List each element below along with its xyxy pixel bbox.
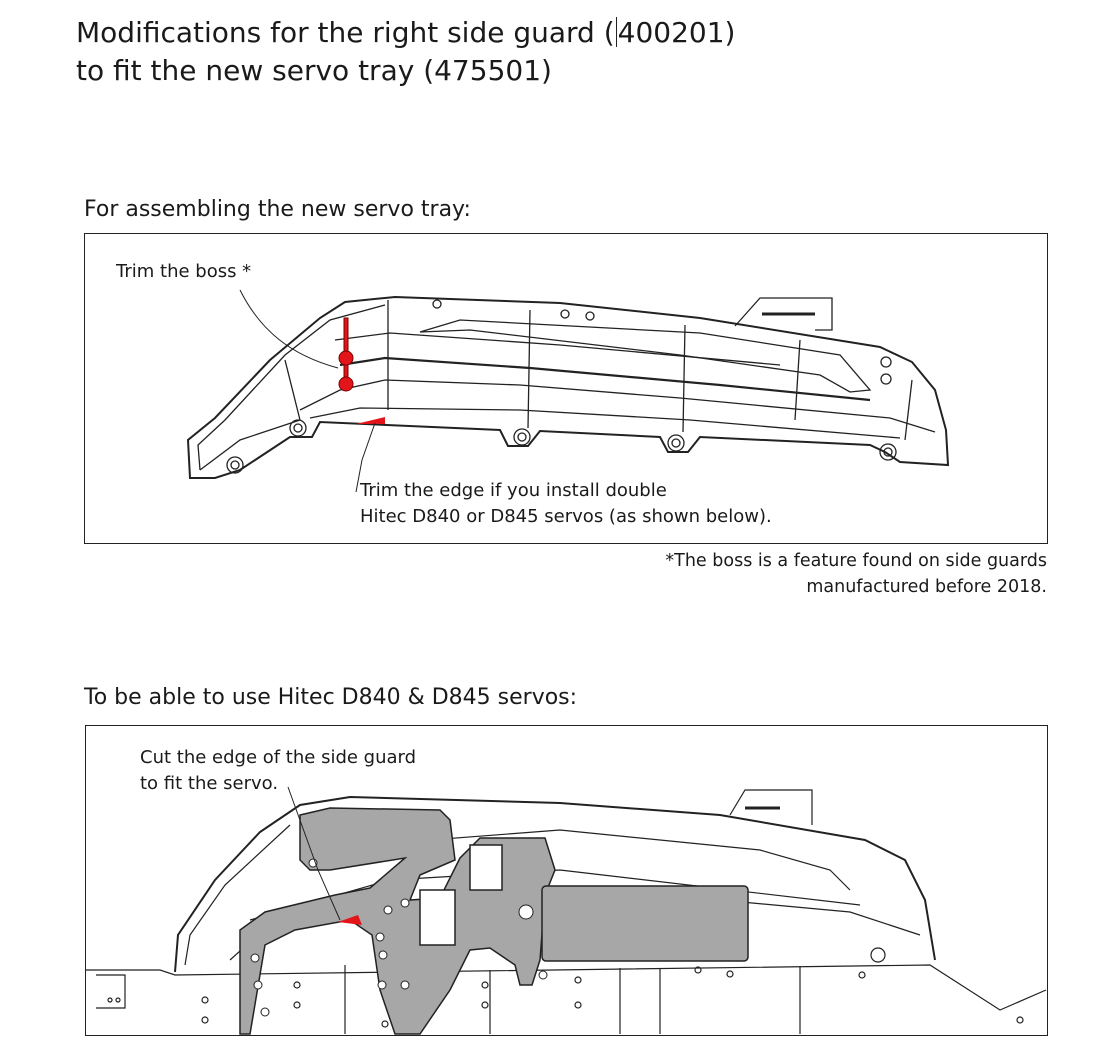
title-line2: to fit the new servo tray (475501): [76, 54, 552, 87]
footnote-line1: *The boss is a feature found on side gua…: [665, 551, 1047, 571]
leader-line-2: [287, 786, 341, 921]
boss-highlight: [338, 317, 354, 392]
callout-trim-edge-line1: Trim the edge if you install double: [360, 480, 667, 501]
figure1-frame: [84, 233, 1048, 544]
title-line1-suffix: 400201): [617, 16, 736, 49]
callout-cut-edge-line2: to fit the servo.: [140, 773, 279, 794]
leader-lines: [239, 289, 376, 493]
callout-cut-edge-line1: Cut the edge of the side guard: [140, 745, 417, 771]
text-cursor: [615, 17, 617, 47]
page-title: Modifications for the right side guard (…: [76, 14, 735, 90]
side-guard-drawing: [186, 295, 950, 479]
edge-trim-highlight: [356, 417, 385, 424]
servo-tray: [239, 807, 749, 1035]
section2-heading: To be able to use Hitec D840 & D845 serv…: [84, 685, 578, 710]
title-line1-prefix: Modifications for the right side guard (: [76, 16, 615, 49]
footnote-line2: manufactured before 2018.: [806, 577, 1047, 597]
figure2-frame: [85, 725, 1048, 1036]
callout-trim-edge-line2: Hitec D840 or D845 servos (as shown belo…: [360, 506, 772, 527]
section1-heading: For assembling the new servo tray:: [84, 197, 471, 222]
edge-cut-highlight: [338, 915, 362, 925]
callout-trim-boss: Trim the boss *: [116, 261, 252, 282]
bolt-holes: [226, 299, 897, 474]
